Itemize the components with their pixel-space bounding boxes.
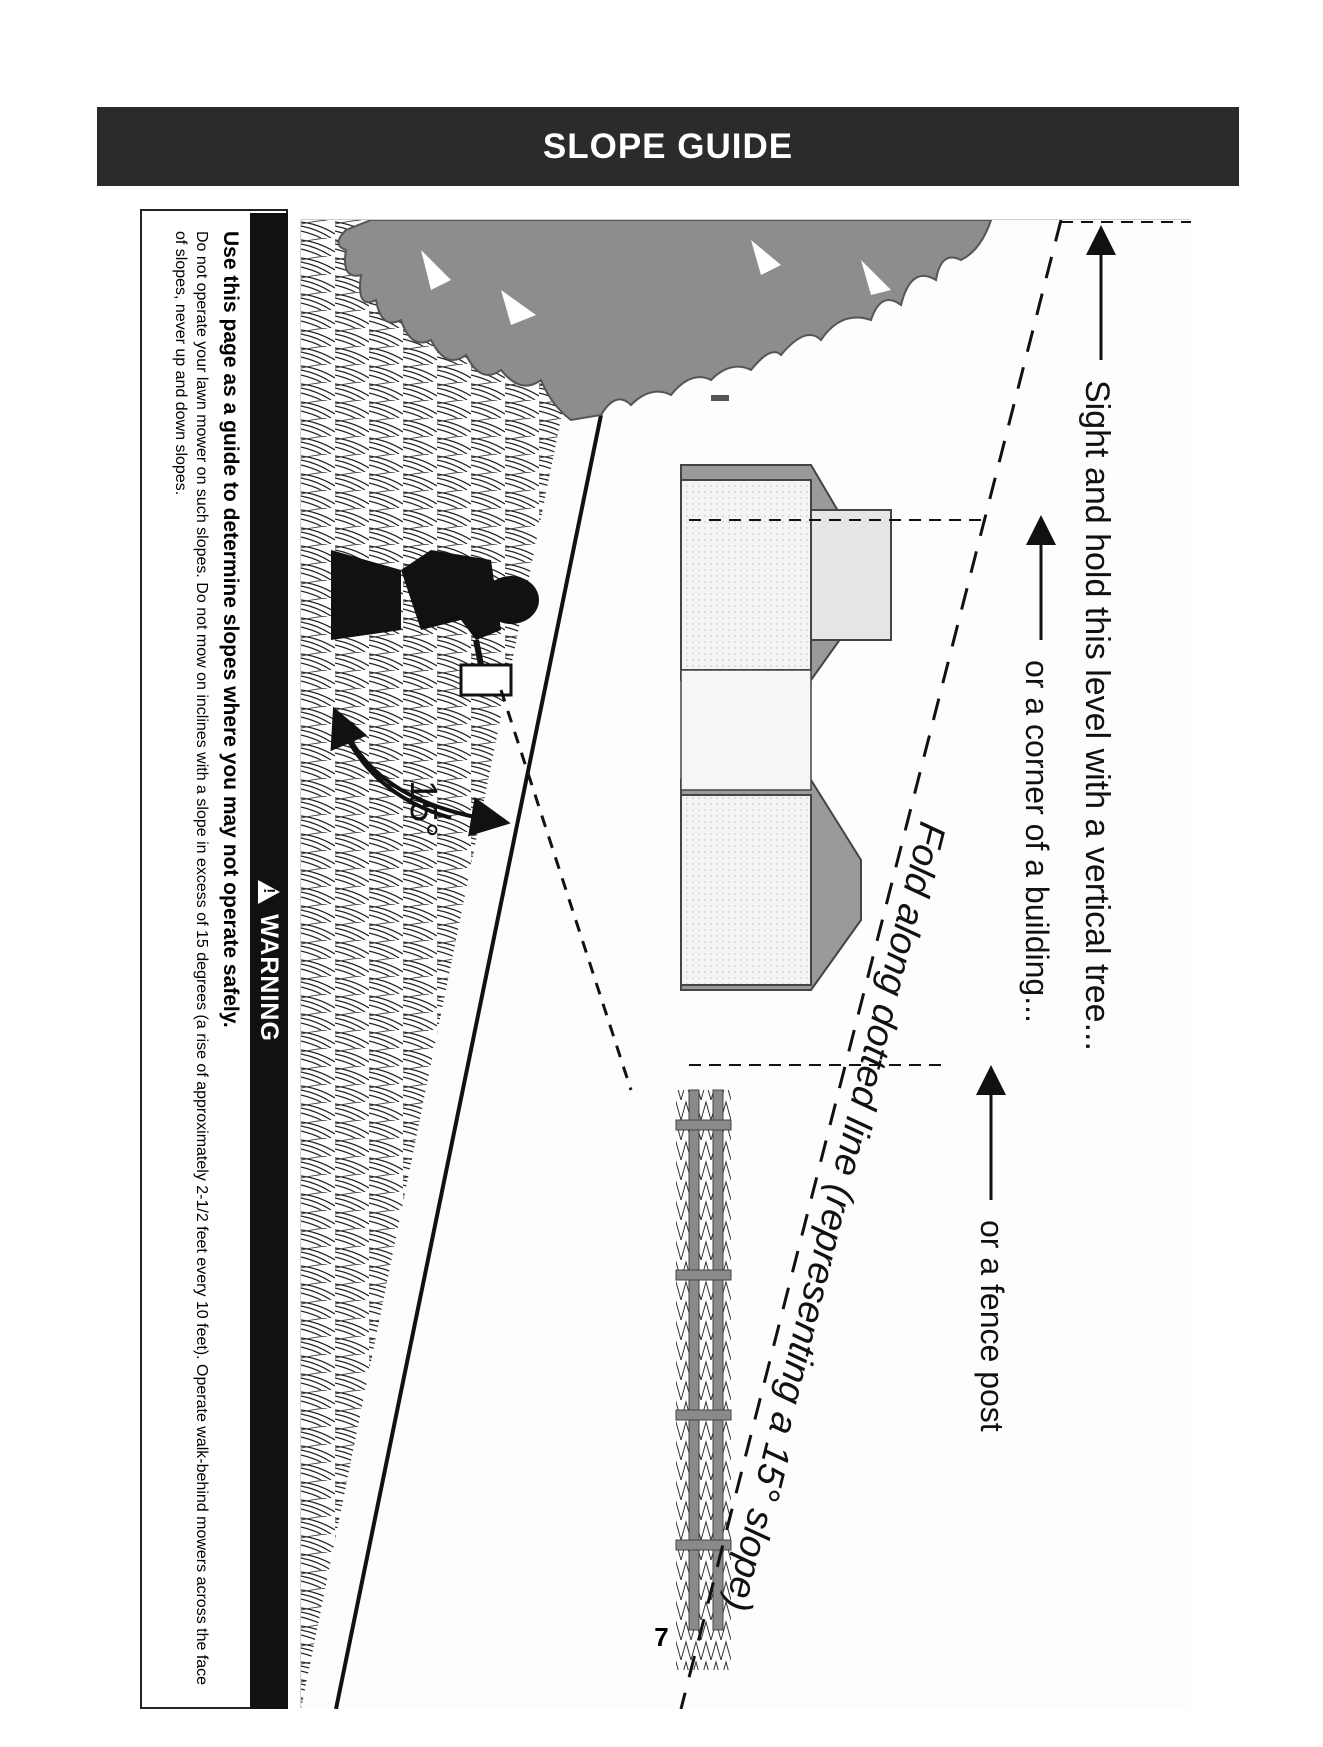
building-instruction: or a corner of a building...: [1019, 660, 1055, 1023]
foliage-gaps: [421, 240, 891, 325]
warning-box: WARNING Use this page as a guide to dete…: [140, 209, 288, 1709]
sight-line: [499, 689, 633, 1091]
warning-header: WARNING: [250, 213, 288, 1709]
house: [680, 464, 892, 991]
warning-triangle-icon: [258, 880, 280, 905]
warning-body: Do not operate your lawn mower on such s…: [172, 231, 210, 1686]
header-bar: SLOPE GUIDE: [97, 107, 1239, 186]
page-number: 7: [654, 1622, 669, 1652]
tree-foliage: [337, 219, 993, 422]
fold-dotted-line: [679, 219, 1063, 1710]
slope-illustration-svg: 15° Sight and hold this level with a ver…: [301, 219, 1191, 1710]
warning-heading: WARNING: [255, 914, 284, 1042]
tree-trunk: [711, 395, 729, 401]
tree-instruction: Sight and hold this level with a vertica…: [1078, 380, 1116, 1051]
angle-label: 15°: [402, 780, 444, 837]
person-silhouette: [331, 550, 539, 697]
page-title: SLOPE GUIDE: [542, 126, 794, 166]
warning-subheading: Use this page as a guide to determine sl…: [219, 231, 242, 1028]
fence: [675, 1089, 732, 1670]
ground-slope-line: [334, 414, 603, 1710]
warning-content: WARNING Use this page as a guide to dete…: [144, 213, 288, 1709]
slope-illustration: 15° Sight and hold this level with a ver…: [300, 219, 1191, 1710]
fence-instruction: or a fence post: [974, 1220, 1010, 1432]
